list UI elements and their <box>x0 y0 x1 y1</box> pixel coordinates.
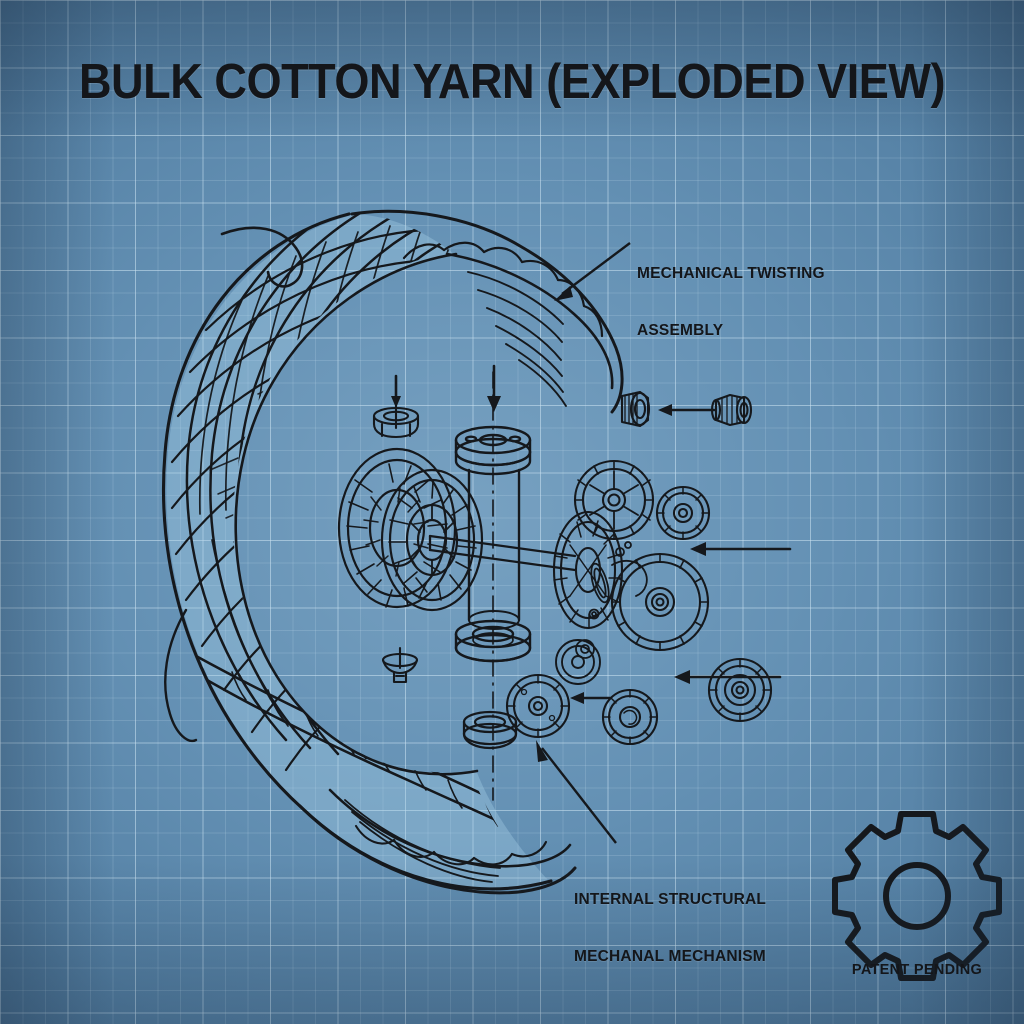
callout-mechanical-twisting-assembly: MECHANICAL TWISTING ASSEMBLY <box>637 226 825 378</box>
drive-gear-large <box>337 447 457 609</box>
page-title: BULK COTTON YARN (EXPLODED VIEW) <box>78 55 946 109</box>
arrow-idler-b-left <box>570 692 612 704</box>
idler-gear-b <box>601 688 659 746</box>
exploded-mechanism <box>337 364 792 801</box>
knurled-bolt <box>710 393 753 427</box>
yarn-loose-end-left <box>164 608 198 743</box>
yarn-tail-upper-under <box>445 252 614 390</box>
callout-line-1: INTERNAL STRUCTURAL <box>574 891 767 908</box>
callout-line-2: MECHANAL MECHANISM <box>574 948 766 965</box>
callout-line-1: MECHANICAL TWISTING <box>637 265 825 282</box>
arrow-bolt-left <box>658 404 716 416</box>
cluster-detail-parts <box>575 541 648 659</box>
drive-gear-mid <box>380 468 484 612</box>
cluster-gear-upper <box>573 459 655 541</box>
leader-internal-structural <box>536 740 617 844</box>
assembly-arrows <box>391 364 792 704</box>
yarn-tail-lower-strands <box>344 799 501 883</box>
patent-pending-stamp <box>832 811 1002 981</box>
yarn-tail-lower-under <box>328 788 572 868</box>
arrow-spindle-down <box>487 364 501 412</box>
callout-leader-lines <box>536 242 631 844</box>
knurled-nut <box>620 390 651 428</box>
bushing-upper-left <box>372 400 420 439</box>
spindle-assembly <box>454 425 532 663</box>
callout-internal-structural-mechanism: INTERNAL STRUCTURAL MECHANAL MECHANISM <box>574 852 766 1004</box>
yarn-tail-lower <box>298 804 577 895</box>
patent-pending-label: PATENT PENDING <box>851 962 983 978</box>
cluster-gear-right <box>610 552 710 652</box>
bushing-lower-mid <box>462 710 518 750</box>
gear-icon <box>832 811 1002 981</box>
lower-cluster-gear <box>555 639 601 685</box>
arrow-cluster-left <box>690 542 792 556</box>
leader-mechanical-twisting <box>554 242 631 301</box>
yarn-tail-upper <box>350 209 624 414</box>
bushing-lower-left <box>381 646 419 684</box>
yarn-inner-contour <box>234 252 479 776</box>
idler-gear-a <box>505 673 571 739</box>
idler-gear-c <box>707 657 773 723</box>
cluster-gear-small <box>655 485 711 541</box>
yarn-tail-upper-strands <box>467 271 567 407</box>
callout-line-2: ASSEMBLY <box>637 322 724 339</box>
yarn-tail-upper-scallops <box>402 241 604 338</box>
gear-spokes <box>589 470 639 530</box>
gear-inner-ring <box>883 862 951 930</box>
